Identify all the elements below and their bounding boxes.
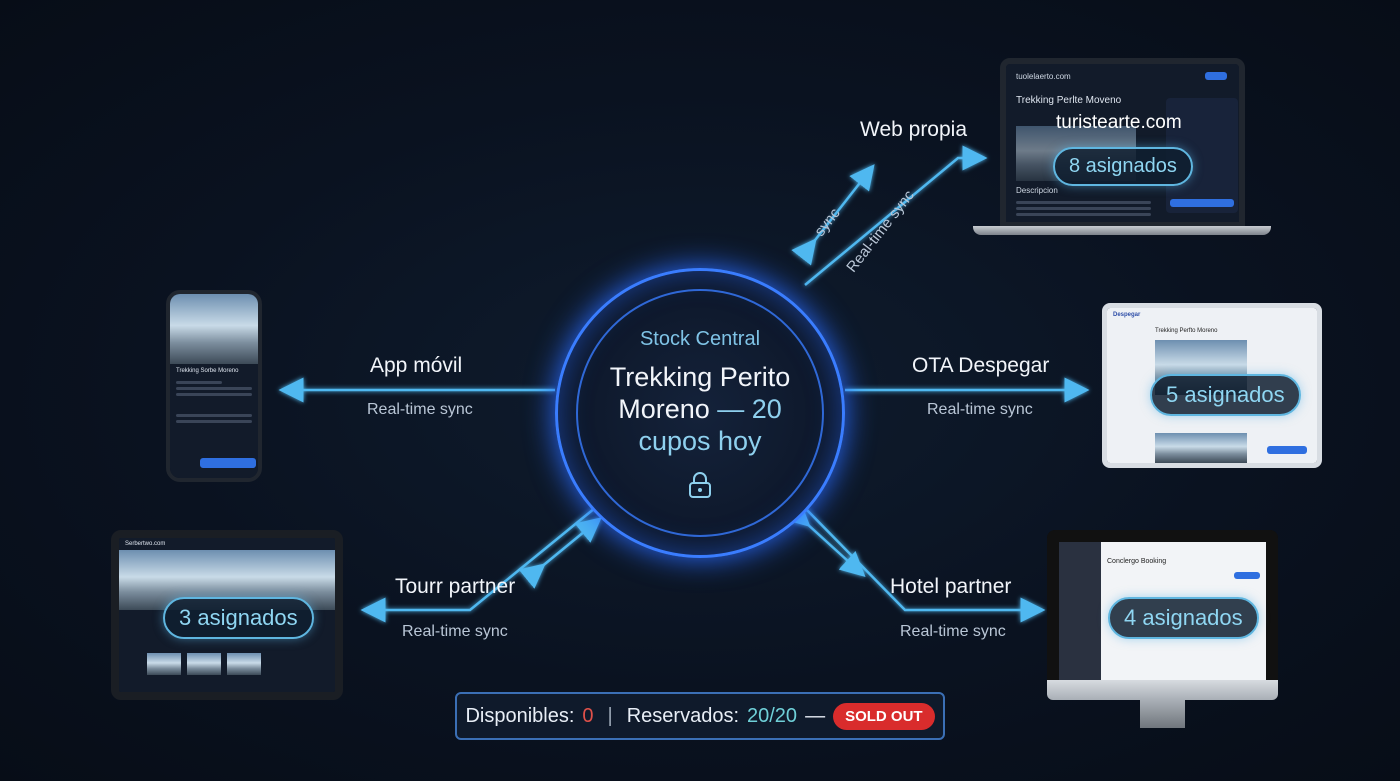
tour-sync: Real-time sync	[402, 623, 508, 640]
imac-chin	[1047, 680, 1278, 700]
ota-sync: Real-time sync	[927, 401, 1033, 418]
dash: —	[805, 704, 826, 727]
status-bar: Disponibles: 0 | Reservados: 20/20 — SOL…	[455, 692, 945, 740]
available-value: 0	[582, 704, 594, 727]
laptop-brand: tuolelaerto.com	[1016, 72, 1071, 81]
phone-title: Trekking Sorbe Moreno	[176, 368, 239, 374]
ota-screen-title: Trekking Perfto Moreno	[1155, 328, 1218, 334]
tour-brand: Serbertwo.com	[125, 541, 166, 547]
web-assigned-badge: 8 asignados	[1053, 147, 1193, 186]
web-label: Web propia	[860, 118, 968, 141]
hotel-sync: Real-time sync	[900, 623, 1006, 640]
app-sync: Real-time sync	[367, 401, 473, 418]
ota-brand: Despegar	[1113, 312, 1141, 318]
available-label: Disponibles:	[465, 704, 575, 727]
ota-label: OTA Despegar	[912, 354, 1050, 377]
reserved-value: 20/20	[747, 704, 798, 727]
lock-icon	[689, 471, 711, 498]
hotel-label: Hotel partner	[890, 575, 1012, 598]
imac-stand	[1140, 700, 1185, 728]
tour-label: Tourr partner	[395, 575, 516, 598]
sold-out-badge: SOLD OUT	[833, 702, 935, 730]
separator: |	[607, 704, 613, 727]
arrow-tour-sync	[518, 517, 602, 589]
arrow-web-sync	[791, 164, 875, 266]
tour-assigned-badge: 3 asignados	[163, 597, 314, 639]
reserved-label: Reservados:	[626, 704, 739, 727]
laptop-web: tuolelaerto.com Trekking Perlte Moveno D…	[1000, 58, 1245, 228]
hub-kicker: Stock Central	[639, 327, 761, 350]
phone-app: Trekking Sorbe Moreno	[166, 290, 262, 482]
laptop-title: Trekking Perlte Moveno	[1016, 95, 1122, 106]
web-site: turistearte.com	[1056, 112, 1182, 133]
hotel-assigned-badge: 4 asignados	[1108, 597, 1259, 639]
app-label: App móvil	[370, 354, 463, 377]
arrow-hotel-sync	[783, 500, 866, 578]
hotel-screen-title: Conclergo Booking	[1107, 558, 1167, 565]
laptop-base	[973, 226, 1271, 235]
ota-assigned-badge: 5 asignados	[1150, 374, 1301, 416]
laptop-section: Descripcion	[1016, 186, 1058, 195]
